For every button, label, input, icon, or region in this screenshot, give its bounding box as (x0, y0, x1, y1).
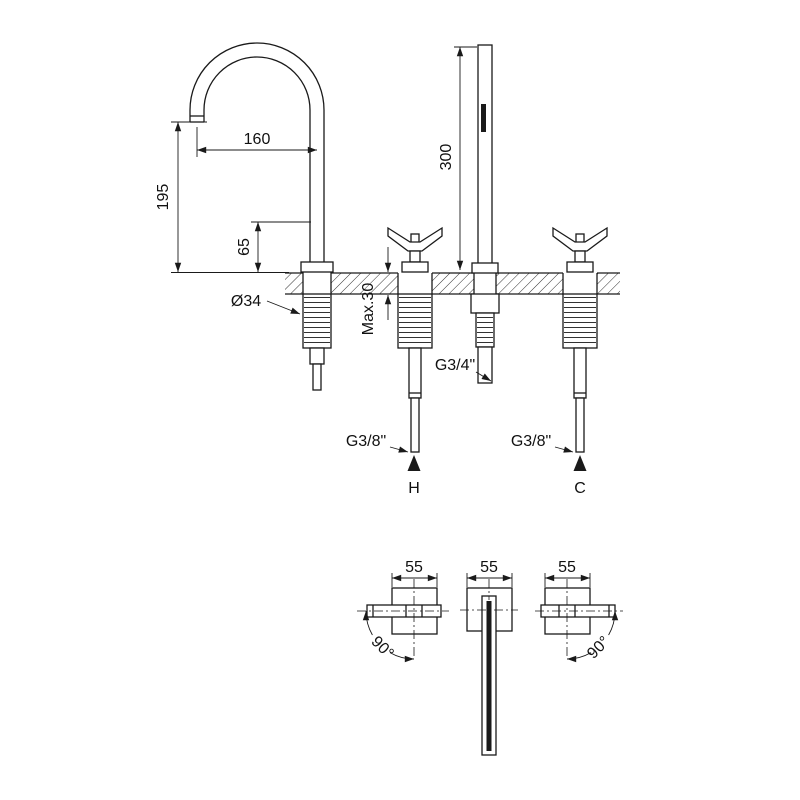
dim-hot-connection: G3/8" (346, 433, 386, 450)
dim-right-width: 55 (558, 559, 576, 576)
cold-handle (552, 226, 608, 453)
cold-label: C (574, 480, 586, 497)
dim-spout-height: 195 (155, 184, 172, 211)
dim-left-width: 55 (405, 559, 423, 576)
dim-cold-connection: G3/8" (511, 433, 551, 450)
hot-label: H (408, 480, 420, 497)
dim-left-rotation: 90° (368, 633, 397, 662)
plan-spout (466, 587, 513, 756)
spout (189, 42, 334, 391)
plan-centerlines (357, 579, 623, 657)
dim-right-rotation: 90° (584, 633, 613, 662)
plan-dimensions: 55 55 55 (391, 559, 591, 587)
dim-outlet-height: 65 (236, 238, 253, 256)
hot-supply-arrow-icon (407, 455, 421, 471)
plan-right-handle: 90° (540, 587, 619, 662)
dim-riser-length: 300 (438, 144, 455, 171)
dim-center-width: 55 (480, 559, 498, 576)
front-dimensions: 160 195 65 Ø34 Max.30 300 G3/4" (155, 46, 587, 497)
dim-max-deck-thickness: Max.30 (360, 283, 377, 336)
plan-view: 90° 90° (357, 559, 623, 756)
riser-outlet (470, 44, 500, 384)
dim-shank-diameter: Ø34 (231, 293, 261, 310)
cold-supply-arrow-icon (573, 455, 587, 471)
mounting-deck (285, 271, 620, 297)
hot-handle (387, 226, 443, 453)
plan-left-handle: 90° (362, 587, 442, 662)
dim-spout-reach: 160 (244, 131, 271, 148)
front-view: 160 195 65 Ø34 Max.30 300 G3/4" (155, 42, 620, 497)
dim-outlet-connection: G3/4" (435, 357, 475, 374)
